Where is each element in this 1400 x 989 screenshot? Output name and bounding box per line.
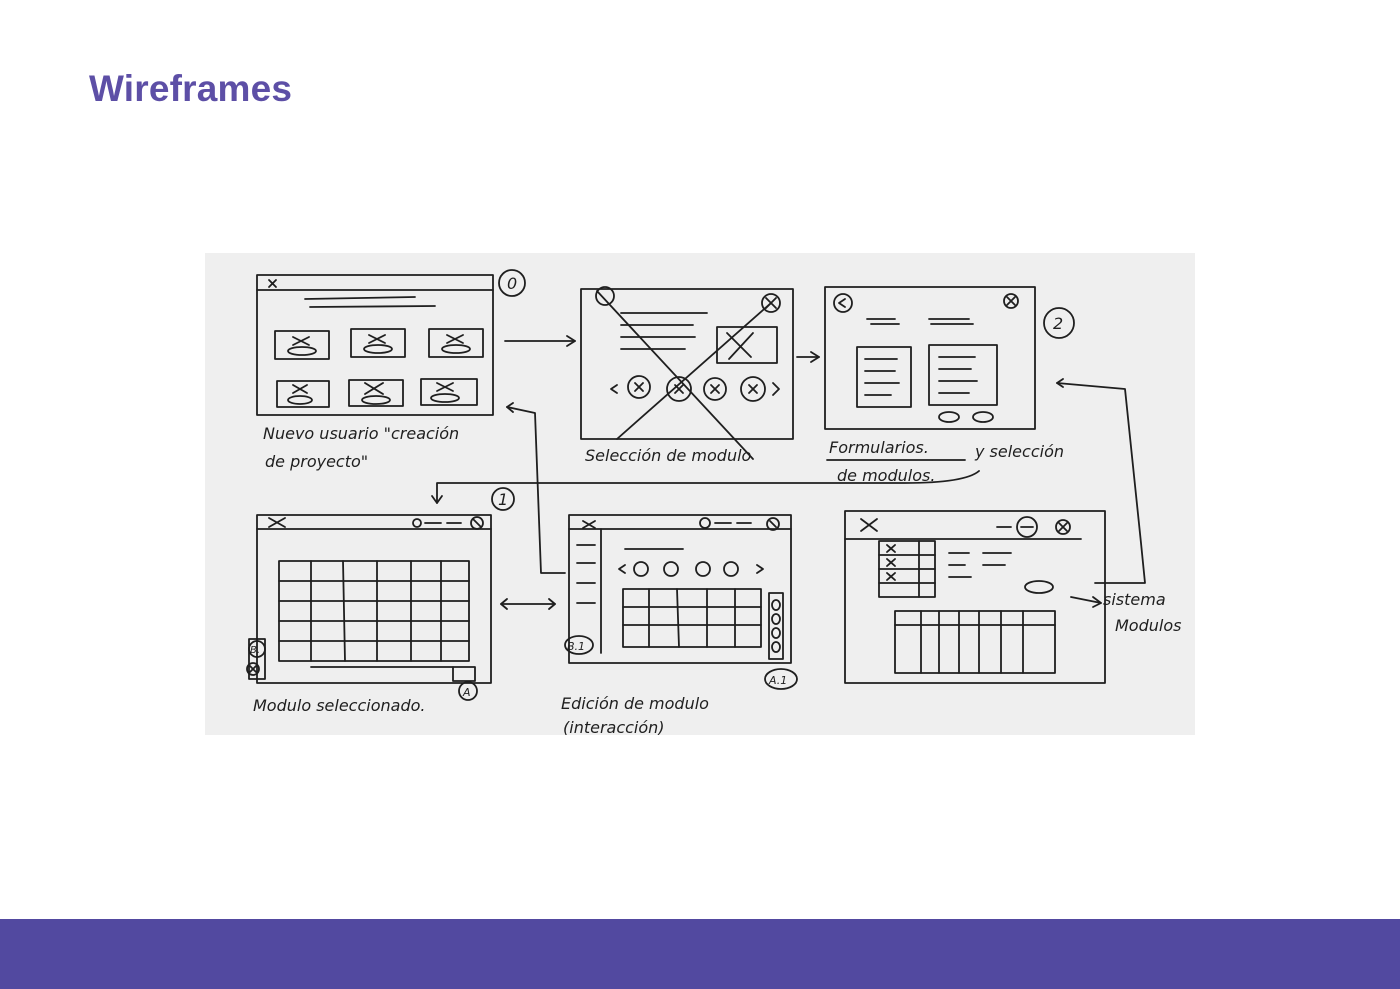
arrow-connector-to-screen-1 [431,470,980,504]
badge-a1-circle [764,668,798,690]
step-circle-1 [491,487,515,511]
arrow-double [500,598,556,610]
step-circle-2 [1043,307,1075,339]
arrow-right-2 [796,351,820,363]
bracket-sistema [1070,596,1102,608]
wireframe-sketch-photo: 0 Nuevo usuario "creación de proyecto" S… [205,253,1195,735]
arrow-up-to-screen-2 [1056,378,1146,584]
caption-screen-2-rest: y selección [974,442,1064,461]
footer-bar [0,919,1400,989]
wireframe-screen-system [844,510,1106,684]
step-number-1: 1 [498,490,508,509]
page-title: Wireframes [89,68,293,109]
caption-screen-0-line1: Nuevo usuario "creación [263,424,459,443]
caption-screen-1: Modulo seleccionado. [253,696,425,715]
step-circle-0 [498,269,526,297]
wireframe-screen-0 [256,274,494,416]
badge-a: A [462,686,471,699]
badge-a1: A.1 [768,674,787,687]
step-number-0: 0 [507,274,517,293]
caption-module-edit-line2: (interacción) [563,718,665,735]
arrow-right-1 [504,335,576,347]
caption-screen-0-line2: de proyecto" [265,452,368,471]
caption-screen-2-underlined: Formularios. [829,438,929,457]
badge-b1: B.1 [567,640,585,653]
step-number-2: 2 [1053,314,1063,333]
caption-screen-2-line2: de modulos. [837,466,935,485]
wireframe-screen-1 [246,514,492,684]
wireframe-screen-module-edit [564,514,792,664]
wireframe-screen-module-selection [580,286,794,460]
badge-a-circle [458,681,478,701]
wireframe-screen-2 [824,286,1036,430]
caption-module-selection: Selección de modulo [585,446,752,465]
arrow-up-to-screen-0 [506,402,566,574]
side-label-sistema: sistema [1103,590,1166,609]
side-label-modulos: Modulos [1115,616,1181,635]
badge-b: B. [250,645,260,656]
caption-module-edit-line1: Edición de modulo [561,694,709,713]
